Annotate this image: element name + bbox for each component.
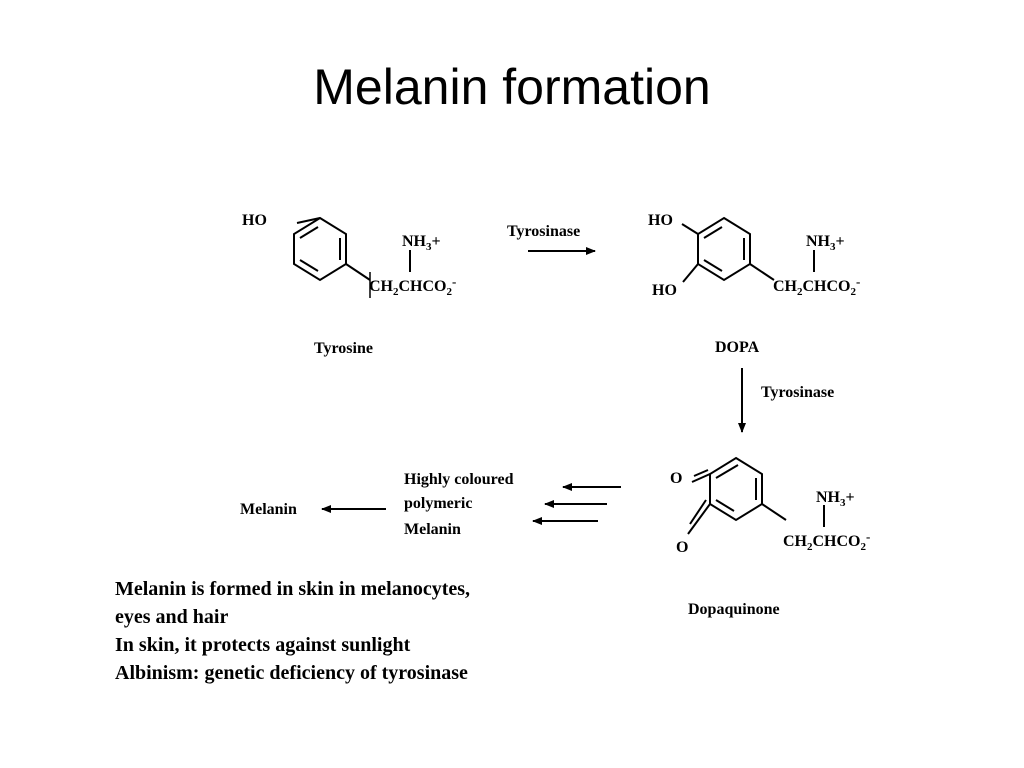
notes-block: Melanin is formed in skin in melanocytes… (115, 575, 470, 687)
dopa-label: DOPA (715, 339, 760, 356)
dopa-benzene-ring (697, 216, 751, 282)
tyrosinase-label-1: Tyrosinase (507, 223, 580, 240)
tyrosine-benzene-ring (293, 216, 347, 282)
tyrosine-ho: HO (242, 212, 267, 229)
tyrosine-nh3: NH3+ (402, 233, 441, 253)
tyrosinase-label-2: Tyrosinase (761, 384, 834, 401)
melanin-label: Melanin (240, 501, 297, 518)
dopaquinone-label: Dopaquinone (688, 601, 780, 618)
dopaquinone-nh3: NH3+ (816, 489, 855, 509)
slide-title: Melanin formation (313, 59, 711, 115)
tyrosine-structure: HO NH3+ CH2CHCO2- Tyrosine (242, 212, 456, 357)
polymer-label-line-2: polymeric (404, 495, 472, 512)
tyrosine-side-chain: CH2CHCO2- (369, 274, 456, 298)
tyrosine-label: Tyrosine (314, 340, 373, 357)
dopaquinone-o-bottom: O (676, 539, 688, 556)
dopaquinone-o-top: O (670, 470, 682, 487)
note-line-2: eyes and hair (115, 606, 229, 628)
dopa-side-chain: CH2CHCO2- (773, 274, 860, 298)
dopa-structure: HO HO NH3+ CH2CHCO2- DOPA (648, 212, 860, 356)
dopaquinone-structure: O O NH3+ CH2CHCO2- Dopaquinone (670, 456, 870, 618)
note-line-3: In skin, it protects against sunlight (115, 634, 411, 656)
polymer-label-line-3: Melanin (404, 521, 461, 538)
dopa-ho-bottom: HO (652, 282, 677, 299)
polymer-label-line-1: Highly coloured (404, 471, 514, 488)
dopa-nh3: NH3+ (806, 233, 845, 253)
dopaquinone-side-chain: CH2CHCO2- (783, 529, 870, 553)
dopa-ho-top: HO (648, 212, 673, 229)
note-line-1: Melanin is formed in skin in melanocytes… (115, 578, 471, 600)
note-line-4: Albinism: genetic deficiency of tyrosina… (115, 662, 468, 684)
